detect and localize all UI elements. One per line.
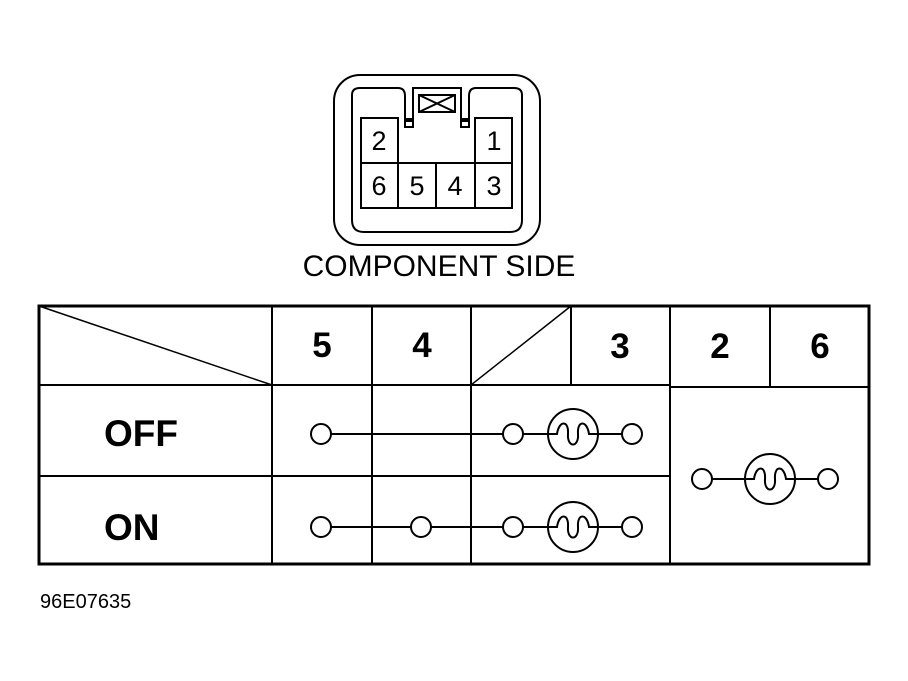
on-terminal-3b — [621, 516, 643, 538]
latch-cross-b — [418, 94, 456, 113]
on-terminal-3a — [502, 516, 524, 538]
col-header-4: 4 — [412, 326, 432, 365]
connector-face — [333, 74, 541, 246]
on-row-circuit — [310, 501, 643, 553]
pin-label-4: 4 — [447, 171, 462, 201]
terminal-2 — [691, 468, 713, 490]
pin-label-2: 2 — [371, 126, 386, 156]
off-terminal-3b — [621, 423, 643, 445]
continuity-table — [37, 304, 871, 566]
off-row-circuit — [310, 408, 643, 460]
pin-label-5: 5 — [409, 171, 424, 201]
pins-2-6-circuit — [691, 453, 839, 505]
terminal-6 — [817, 468, 839, 490]
latch-tab-left — [404, 118, 414, 128]
col-header-5: 5 — [312, 326, 331, 365]
col-header-3: 3 — [610, 327, 629, 366]
off-terminal-3a — [502, 423, 524, 445]
connector-outer-shell — [333, 74, 541, 246]
off-terminal-5 — [310, 423, 332, 445]
bulb-2-6-icon — [744, 453, 796, 505]
row-label-on: ON — [104, 507, 160, 548]
latch-box — [418, 94, 456, 113]
pin-label-6: 6 — [371, 171, 386, 201]
on-bulb-icon — [547, 501, 599, 553]
pin-cell-3 — [474, 162, 513, 209]
connector-inner-shell — [351, 87, 523, 233]
on-terminal-5 — [310, 516, 332, 538]
corner-diagonal — [38, 305, 273, 386]
header-diagonal — [470, 305, 572, 386]
pin-label-1: 1 — [486, 126, 501, 156]
row-label-off: OFF — [104, 413, 178, 454]
figure-code: 96E07635 — [40, 591, 131, 613]
table-border — [37, 304, 871, 566]
on-terminal-4 — [410, 516, 432, 538]
off-bulb-icon — [547, 408, 599, 460]
pin-label-3: 3 — [486, 171, 501, 201]
col-header-6: 6 — [810, 327, 829, 366]
latch-tab-right — [460, 118, 470, 128]
col-header-2: 2 — [710, 327, 729, 366]
connector-caption: COMPONENT SIDE — [303, 250, 576, 283]
